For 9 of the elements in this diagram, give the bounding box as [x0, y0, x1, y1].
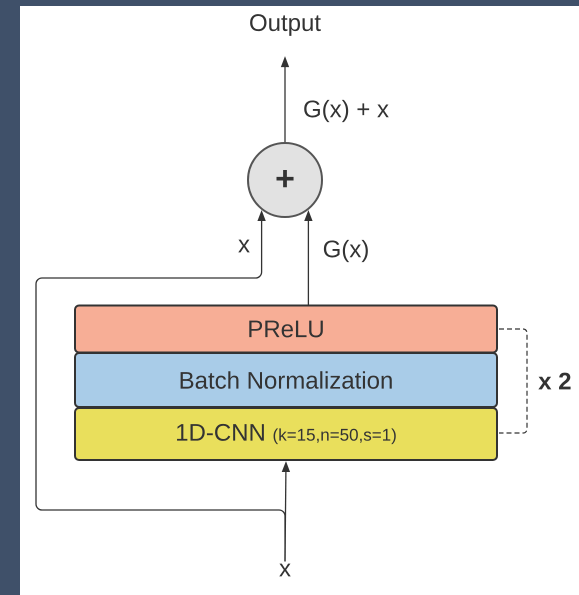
input-label: x	[279, 564, 291, 576]
repeat-label: x 2	[538, 372, 571, 390]
layer-box: PReLU	[74, 304, 498, 354]
output-label: Output	[250, 14, 321, 36]
layer-box: Batch Normalization	[74, 352, 498, 408]
layer-box: 1D-CNN (k=15,n=50,s=1)	[74, 407, 498, 461]
edge-label: x	[237, 238, 251, 254]
edge-label: G(x) + x	[302, 98, 390, 124]
edge-label: G(x)	[322, 238, 370, 264]
